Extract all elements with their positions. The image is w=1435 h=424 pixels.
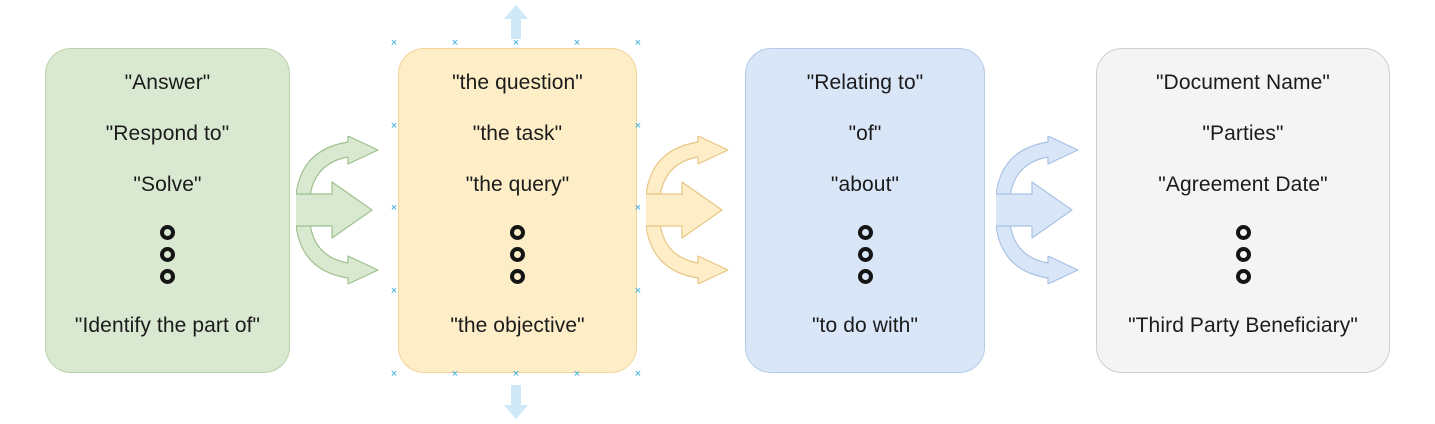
vertical-ellipsis-icon [857,225,873,284]
resize-handle-top-left[interactable] [390,39,399,48]
resize-handle-top-right[interactable] [634,39,643,48]
fan-arrow-icon [293,135,379,285]
node-tail-line: "Third Party Beneficiary" [1128,314,1358,337]
ellipsis-dot-icon [1235,225,1251,240]
fan-arrow-icon [643,135,729,285]
resize-handle-top-left-mid[interactable] [451,39,460,48]
ellipsis-dot-icon [160,269,175,284]
node-text-stack: "the question" "the task" "the query" "t… [399,71,636,338]
node-text-stack: "Relating to" "of" "about" "to do with" [746,71,984,338]
resize-handle-right-middle[interactable] [634,204,643,213]
node-line: "Answer" [124,71,211,94]
node-line: "of" [848,122,882,145]
node-field-name-slot[interactable]: "Document Name" "Parties" "Agreement Dat… [1096,48,1390,373]
ellipsis-dot-icon [1235,269,1251,284]
connector-fan-arrow-blue[interactable] [993,135,1096,285]
node-tail-line: "the objective" [450,314,585,337]
node-line: "about" [830,173,900,196]
node-line: "Respond to" [105,122,230,145]
node-line: "the question" [452,71,583,94]
resize-handle-bottom-left-mid[interactable] [451,370,460,379]
resize-handle-bottom-left[interactable] [390,370,399,379]
vertical-ellipsis-icon [160,225,175,284]
node-line: "the query" [465,173,570,196]
resize-handle-top-right-mid[interactable] [573,39,582,48]
resize-handle-left-middle[interactable] [390,204,399,213]
node-line: "Document Name" [1156,71,1330,94]
ellipsis-dot-icon [1235,247,1251,262]
node-verb-phrase-slot[interactable]: "Answer" "Respond to" "Solve" "Identify … [45,48,290,373]
ellipsis-dot-icon [160,247,175,262]
resize-handle-bottom-right[interactable] [634,370,643,379]
connect-arrow-down[interactable] [503,385,529,424]
resize-handle-bottom-right-mid[interactable] [573,370,582,379]
node-line: "Parties" [1202,122,1284,145]
connect-arrow-up[interactable] [503,5,529,44]
ellipsis-dot-icon [510,247,525,262]
resize-handle-left-lower[interactable] [390,287,399,296]
node-text-stack: "Document Name" "Parties" "Agreement Dat… [1097,71,1389,338]
node-object-phrase-slot[interactable]: "the question" "the task" "the query" "t… [398,48,637,373]
connector-fan-arrow-green[interactable] [293,135,396,285]
arrow-down-icon [504,385,528,419]
node-relation-phrase-slot[interactable]: "Relating to" "of" "about" "to do with" [745,48,985,373]
resize-handle-bottom-center[interactable] [512,370,521,379]
node-tail-line: "to do with" [812,314,918,337]
resize-handle-right-lower[interactable] [634,287,643,296]
ellipsis-dot-icon [857,225,873,240]
arrow-up-icon [504,5,528,39]
ellipsis-dot-icon [510,269,525,284]
ellipsis-dot-icon [857,269,873,284]
node-line: "the task" [472,122,563,145]
vertical-ellipsis-icon [1235,225,1251,284]
fan-arrow-icon [993,135,1079,285]
vertical-ellipsis-icon [510,225,525,284]
ellipsis-dot-icon [160,225,175,240]
node-tail-line: "Identify the part of" [74,314,261,337]
connector-fan-arrow-yellow[interactable] [643,135,746,285]
node-line: "Relating to" [806,71,924,94]
resize-handle-left-upper[interactable] [390,122,399,131]
ellipsis-dot-icon [857,247,873,262]
ellipsis-dot-icon [510,225,525,240]
resize-handle-right-upper[interactable] [634,122,643,131]
node-line: "Solve" [133,173,202,196]
node-text-stack: "Answer" "Respond to" "Solve" "Identify … [46,71,289,338]
node-line: "Agreement Date" [1158,173,1328,196]
